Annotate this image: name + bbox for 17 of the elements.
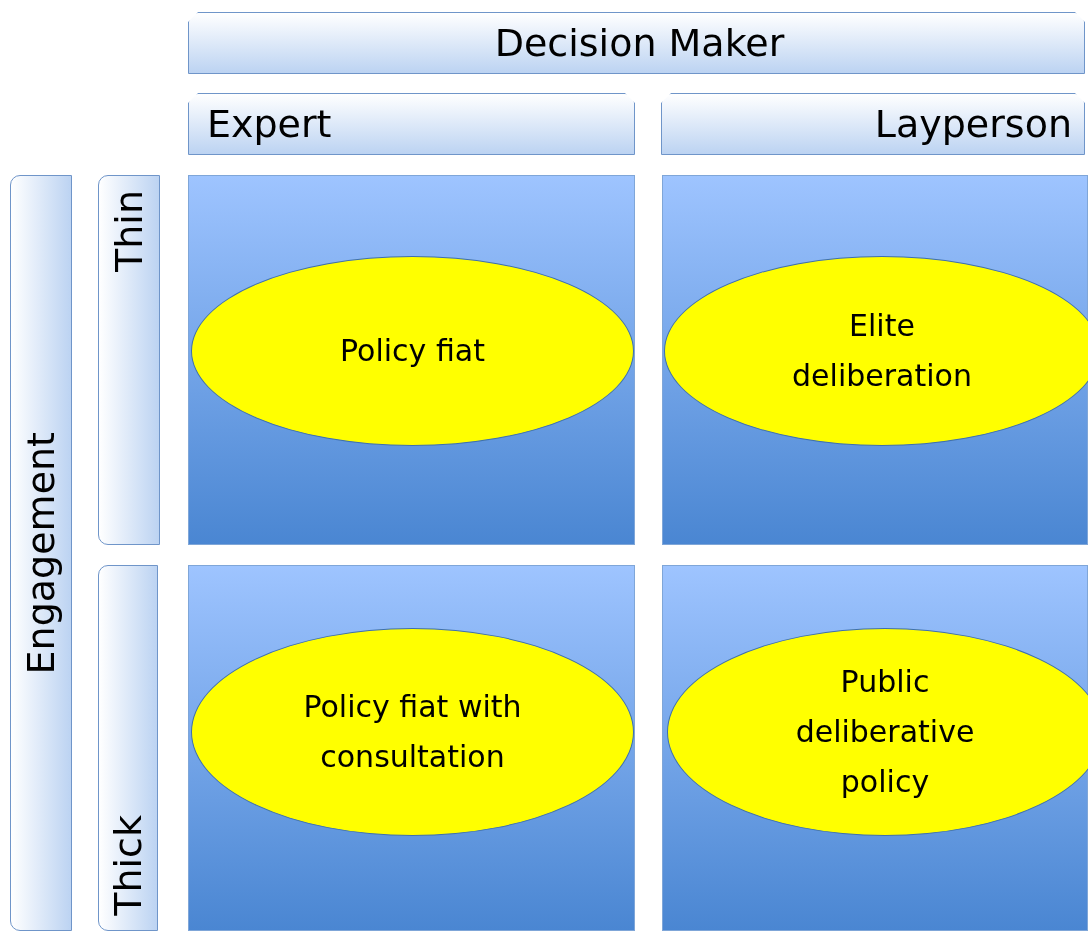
ellipse: Public deliberative policy [667,628,1088,836]
quadrant-panel [662,565,1088,931]
column-header: Decision Maker [188,12,1085,74]
ellipse: Policy fiat [191,256,634,446]
row-header-label: Thin [107,190,151,272]
row-header-label: Engagement [19,431,63,675]
column-header: Expert [188,93,635,155]
row-header-tab [98,565,158,931]
ellipse: Elite deliberation [664,256,1088,446]
quadrant-panel [188,565,635,931]
quadrant-panel [662,175,1088,545]
row-header-tab [10,175,72,931]
column-header: Layperson [661,93,1085,155]
row-header-tab [98,175,160,545]
ellipse: Policy fiat with consultation [191,628,634,836]
quadrant-panel [188,175,635,545]
row-header-label: Thick [106,815,150,916]
